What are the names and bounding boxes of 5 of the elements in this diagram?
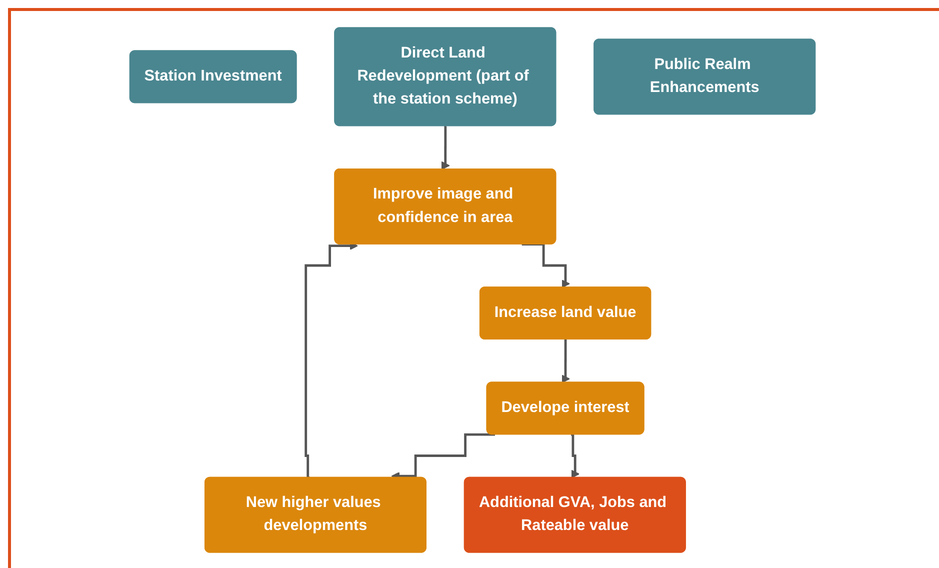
- arrow: [571, 433, 580, 478]
- arrow: [304, 242, 358, 480]
- arrow: [561, 338, 570, 384]
- arrow: [441, 124, 450, 170]
- arrow: [522, 243, 570, 288]
